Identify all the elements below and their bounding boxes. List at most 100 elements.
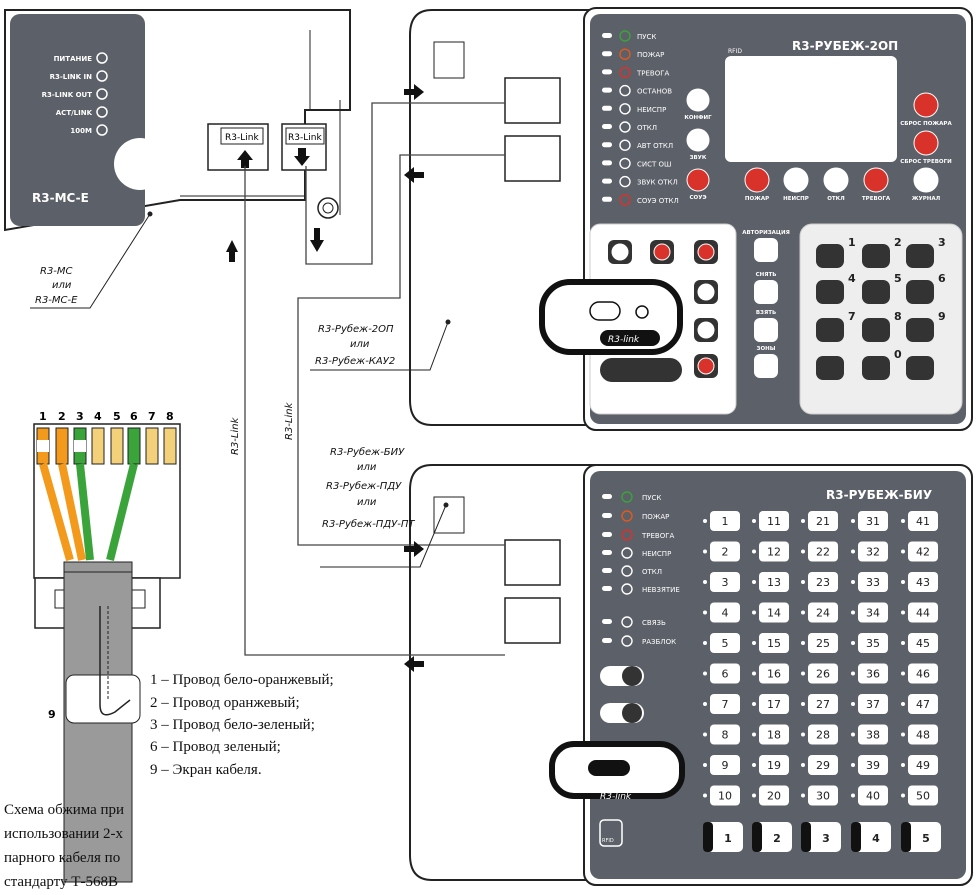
zone-number: 19 [767, 759, 781, 772]
zone-button[interactable] [908, 694, 938, 714]
panel-2op-title: R3-РУБЕЖ-2ОП [792, 39, 898, 53]
zone-button[interactable] [808, 663, 838, 684]
zone-button[interactable] [710, 694, 740, 714]
zone-button[interactable] [710, 602, 740, 623]
keypad-key[interactable] [906, 356, 934, 380]
keypad-key[interactable] [862, 356, 890, 380]
zone-button[interactable] [858, 694, 888, 714]
status-icon [619, 157, 631, 170]
zone-led [851, 580, 855, 584]
control-button[interactable] [913, 167, 939, 193]
keypad-key[interactable] [816, 356, 844, 380]
control-button[interactable] [913, 130, 939, 156]
zone-button[interactable] [808, 724, 838, 745]
zone-button[interactable] [858, 633, 888, 653]
keypad-key[interactable] [862, 244, 890, 268]
led-indicator [602, 638, 612, 643]
zone-number: 28 [816, 729, 830, 742]
control-button[interactable] [913, 92, 939, 118]
zone-led [703, 641, 707, 645]
zone-button[interactable] [808, 572, 838, 592]
zone-button[interactable] [710, 572, 740, 592]
control-icon [697, 321, 715, 339]
zone-button[interactable] [858, 602, 888, 623]
zone-button[interactable] [759, 663, 789, 684]
control-button[interactable] [863, 167, 889, 193]
zone-button[interactable] [858, 724, 888, 745]
zone-button[interactable] [808, 602, 838, 623]
control-button[interactable] [823, 167, 849, 193]
keypad-key[interactable] [862, 280, 890, 304]
zone-button[interactable] [908, 785, 938, 806]
control-button[interactable] [686, 88, 710, 112]
zone-number: 35 [866, 637, 880, 650]
zone-button[interactable] [808, 633, 838, 653]
keypad-key[interactable] [906, 318, 934, 342]
keypad-number: 0 [894, 348, 902, 361]
callout-mc-3: R3-MC-E [35, 295, 78, 306]
zone-button[interactable] [908, 663, 938, 684]
keypad-key[interactable] [862, 318, 890, 342]
keypad-key[interactable] [816, 280, 844, 304]
panel-2op-button-label: ВЗЯТЬ [756, 310, 776, 316]
led-indicator [96, 124, 108, 136]
control-button[interactable] [754, 354, 778, 378]
control-button[interactable] [686, 168, 710, 192]
zone-button[interactable] [858, 755, 888, 775]
zone-button[interactable] [908, 724, 938, 745]
control-button[interactable] [754, 318, 778, 342]
zone-button[interactable] [710, 724, 740, 745]
keypad-key[interactable] [816, 244, 844, 268]
zone-led [703, 580, 707, 584]
zone-button[interactable] [710, 785, 740, 806]
zone-button[interactable] [858, 785, 888, 806]
zone-button[interactable] [759, 602, 789, 623]
zone-button[interactable] [710, 541, 740, 562]
zone-button[interactable] [858, 511, 888, 531]
keypad-key[interactable] [906, 280, 934, 304]
zone-button[interactable] [808, 511, 838, 531]
control-button[interactable] [754, 280, 778, 304]
zone-button[interactable] [908, 602, 938, 623]
zone-button[interactable] [808, 541, 838, 562]
zone-button[interactable] [858, 663, 888, 684]
zone-button[interactable] [808, 694, 838, 714]
zone-button[interactable] [908, 755, 938, 775]
zone-button[interactable] [710, 663, 740, 684]
control-button[interactable] [744, 167, 770, 193]
zone-button[interactable] [858, 572, 888, 592]
zone-button[interactable] [759, 755, 789, 775]
zone-button[interactable] [759, 541, 789, 562]
control-button[interactable] [686, 128, 710, 152]
keypad-key[interactable] [906, 244, 934, 268]
led-indicator [602, 532, 612, 537]
zone-button[interactable] [908, 572, 938, 592]
zone-button[interactable] [759, 694, 789, 714]
zone-button[interactable] [808, 755, 838, 775]
group-number: 2 [773, 832, 781, 845]
zone-led [703, 732, 707, 737]
zone-button[interactable] [710, 633, 740, 653]
control-button[interactable] [783, 167, 809, 193]
zone-button[interactable] [908, 511, 938, 531]
zone-button[interactable] [759, 633, 789, 653]
zone-button[interactable] [759, 724, 789, 745]
zone-button[interactable] [759, 785, 789, 806]
callout-2op-3: R3-Рубеж-КАУ2 [315, 355, 395, 367]
led-indicator [602, 124, 612, 129]
panel-2op-led-label: АВТ ОТКЛ [637, 142, 673, 150]
zone-button[interactable] [858, 541, 888, 562]
keypad-number: 4 [848, 272, 856, 285]
keypad-key[interactable] [816, 318, 844, 342]
zone-number: 20 [767, 790, 781, 803]
zone-button[interactable] [908, 541, 938, 562]
zone-button[interactable] [908, 633, 938, 653]
control-button[interactable] [754, 238, 778, 262]
zone-button[interactable] [808, 785, 838, 806]
zone-button[interactable] [710, 755, 740, 775]
zone-button[interactable] [759, 511, 789, 531]
zone-button[interactable] [710, 511, 740, 531]
panel-2op-led-label: ПОЖАР [637, 51, 664, 59]
zone-button[interactable] [759, 572, 789, 592]
pin-number: 1 [39, 410, 47, 423]
